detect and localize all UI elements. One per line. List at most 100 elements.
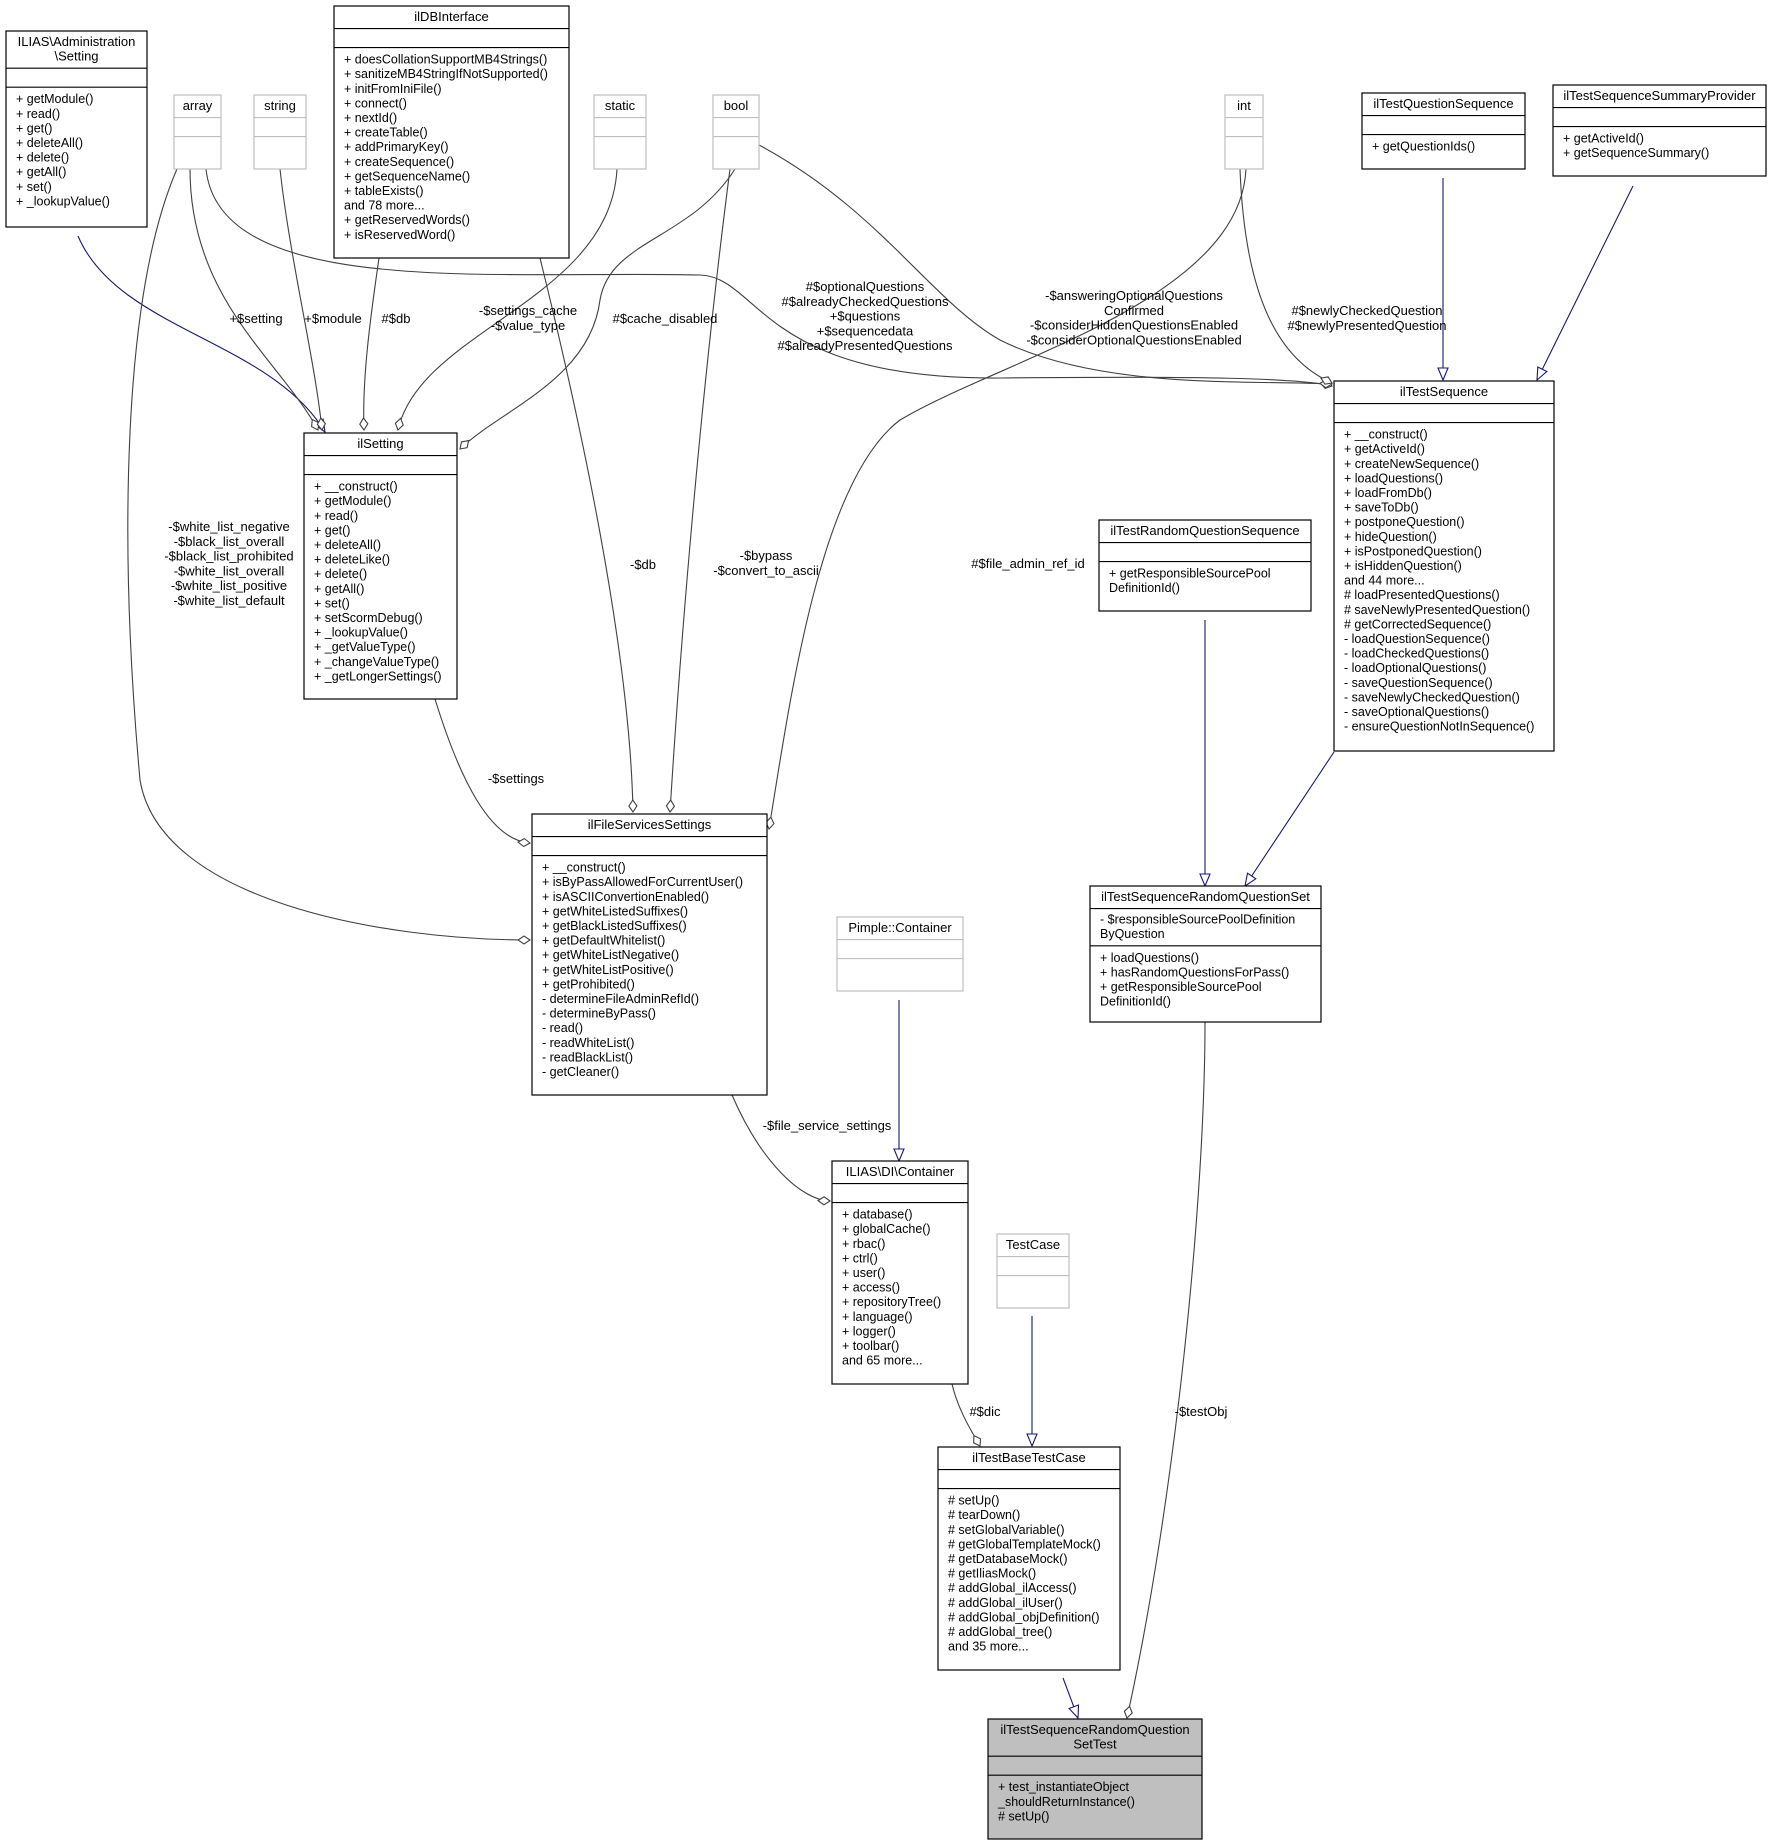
edge-array-to-fileservices (127, 168, 531, 945)
class-method: - getCleaner() (542, 1065, 619, 1079)
edge-testcase-to-basetestcase (1026, 1316, 1038, 1448)
relation-label-line: -$white_list_positive (171, 578, 287, 593)
class-name: ilTestQuestionSequence (1373, 96, 1513, 111)
relation-label-optional-questions: #$optionalQuestions#$alreadyCheckedQuest… (778, 279, 953, 353)
relation-label-file-service-settings: -$file_service_settings (763, 1118, 892, 1133)
class-box-file-services-settings[interactable]: ilFileServicesSettings+ __construct()+ i… (531, 813, 768, 1096)
class-method: - readWhiteList() (542, 1036, 634, 1050)
class-method: + __construct() (314, 480, 398, 494)
class-method: + sanitizeMB4StringIfNotSupported() (344, 67, 548, 81)
class-method: + read() (314, 509, 358, 523)
class-method: + setScormDebug() (314, 611, 423, 625)
relation-label-file-admin-ref-id: #$file_admin_ref_id (971, 556, 1084, 571)
class-method: # setGlobalVariable() (948, 1523, 1065, 1537)
class-method: + globalCache() (842, 1222, 931, 1236)
class-method: + createTable() (344, 126, 428, 140)
class-method: + delete() (16, 151, 69, 165)
class-box-static[interactable]: static (593, 94, 647, 170)
class-box-db-interface[interactable]: ilDBInterface+ doesCollationSupportMB4St… (333, 5, 570, 259)
edge-setting-interface-to-ilsetting (77, 235, 326, 434)
relation-label-line: -$testObj (1175, 1404, 1228, 1419)
relation-label-line: #$alreadyPresentedQuestions (778, 338, 953, 353)
class-method: + getSequenceName() (344, 169, 470, 183)
class-method: and 44 more... (1344, 574, 1425, 588)
class-method: + initFromIniFile() (344, 82, 442, 96)
class-box-di-container[interactable]: ILIAS\DI\Container+ database()+ globalCa… (831, 1160, 969, 1385)
class-method: + rbac() (842, 1237, 885, 1251)
class-method: and 78 more... (344, 199, 425, 213)
relation-label-line: -$file_service_settings (763, 1118, 892, 1133)
relation-label-white-list: -$white_list_negative-$black_list_overal… (164, 519, 293, 608)
relation-label-line: #$optionalQuestions (806, 279, 925, 294)
class-method: + test_instantiateObject (998, 1780, 1130, 1794)
relation-label-settings: -$settings (488, 771, 545, 786)
class-method: + getActiveId() (1344, 442, 1425, 456)
class-box-test-sequence[interactable]: ilTestSequence+ __construct()+ getActive… (1333, 380, 1555, 752)
class-method: + set() (16, 180, 52, 194)
class-name: ilTestRandomQuestionSequence (1110, 523, 1299, 538)
class-method: # setUp() (998, 1809, 1049, 1823)
class-box-setting-interface[interactable]: ILIAS\Administration\Setting+ getModule(… (5, 30, 148, 228)
relation-label-line: -$white_list_overall (174, 563, 285, 578)
class-method: - determineFileAdminRefId() (542, 992, 699, 1006)
class-method: + toolbar() (842, 1339, 899, 1353)
aggregation-diamond (459, 439, 470, 450)
relation-label-line: +$questions (830, 309, 901, 324)
class-box-summary-provider[interactable]: ilTestSequenceSummaryProvider+ getActive… (1552, 84, 1767, 177)
class-method: + getWhiteListNegative() (542, 948, 679, 962)
class-box-bool[interactable]: bool (712, 94, 760, 170)
relation-label-module: +$module (304, 311, 361, 326)
aggregation-diamond (316, 417, 327, 431)
relation-label-line: -$value_type (491, 318, 565, 333)
edge-int-to-testsequence (1239, 168, 1333, 385)
class-box-test-case[interactable]: TestCase (996, 1233, 1070, 1309)
class-method: + ctrl() (842, 1251, 878, 1265)
relation-label-line: -$considerOptionalQuestionsEnabled (1026, 332, 1241, 347)
class-method: + isASCIIConvertionEnabled() (542, 890, 709, 904)
class-method: + loadQuestions() (1344, 471, 1443, 485)
class-box-pimple-container[interactable]: Pimple::Container (836, 916, 964, 992)
class-method: + getProhibited() (542, 977, 635, 991)
inheritance-arrowhead (1068, 1704, 1080, 1720)
class-method: - saveNewlyCheckedQuestion() (1344, 690, 1520, 704)
class-name: TestCase (1006, 1237, 1060, 1252)
edge-int-to-fileservices (765, 168, 1247, 830)
class-method: # loadPresentedQuestions() (1344, 588, 1500, 602)
relation-label-test-obj: -$testObj (1175, 1404, 1228, 1419)
class-method: + getWhiteListedSuffixes() (542, 904, 688, 918)
class-name: ilTestSequenceSummaryProvider (1563, 88, 1756, 103)
relation-label-line: +$setting (229, 311, 282, 326)
class-method: + access() (842, 1281, 900, 1295)
class-box-random-question-set[interactable]: ilTestSequenceRandomQuestionSet- $respon… (1089, 885, 1322, 1023)
class-method: + _lookupValue() (16, 194, 110, 208)
class-box-array[interactable]: array (173, 94, 222, 170)
class-box-il-setting[interactable]: ilSetting+ __construct()+ getModule()+ r… (303, 432, 458, 700)
inheritance-arrowhead (893, 1148, 905, 1163)
relation-label-answering-optional: -$answeringOptionalQuestionsConfirmed-$c… (1026, 288, 1241, 347)
class-attribute: ByQuestion (1100, 927, 1165, 941)
class-method: - read() (542, 1021, 583, 1035)
class-name: ilSetting (357, 436, 403, 451)
class-method: + deleteAll() (16, 136, 83, 150)
class-method: - loadQuestionSequence() (1344, 632, 1490, 646)
class-box-random-question-sequence[interactable]: ilTestRandomQuestionSequence+ getRespons… (1098, 519, 1312, 612)
class-box-int[interactable]: int (1224, 94, 1264, 170)
relation-label-line: #$newlyPresentedQuestion (1288, 318, 1447, 333)
relation-label-db-setting: #$db (382, 311, 411, 326)
edge-summaryprovider-to-testsequence (1536, 185, 1634, 382)
edge-static-to-ilsetting (394, 168, 618, 431)
class-method: + __construct() (1344, 428, 1428, 442)
inheritance-arrowhead (1536, 366, 1548, 382)
class-box-question-sequence[interactable]: ilTestQuestionSequence+ getQuestionIds() (1361, 92, 1526, 170)
class-box-string[interactable]: string (253, 94, 307, 170)
class-box-base-test-case[interactable]: ilTestBaseTestCase# setUp()# tearDown()#… (937, 1446, 1121, 1671)
edge-bool-to-ilsetting (459, 168, 736, 450)
class-method: + loadQuestions() (1100, 951, 1199, 965)
class-method: + hasRandomQuestionsForPass() (1100, 965, 1289, 979)
class-method: + getSequenceSummary() (1563, 146, 1709, 160)
class-method: # setUp() (948, 1494, 999, 1508)
inheritance-arrowhead (1437, 367, 1449, 382)
relation-label-line: #$alreadyCheckedQuestions (782, 294, 949, 309)
